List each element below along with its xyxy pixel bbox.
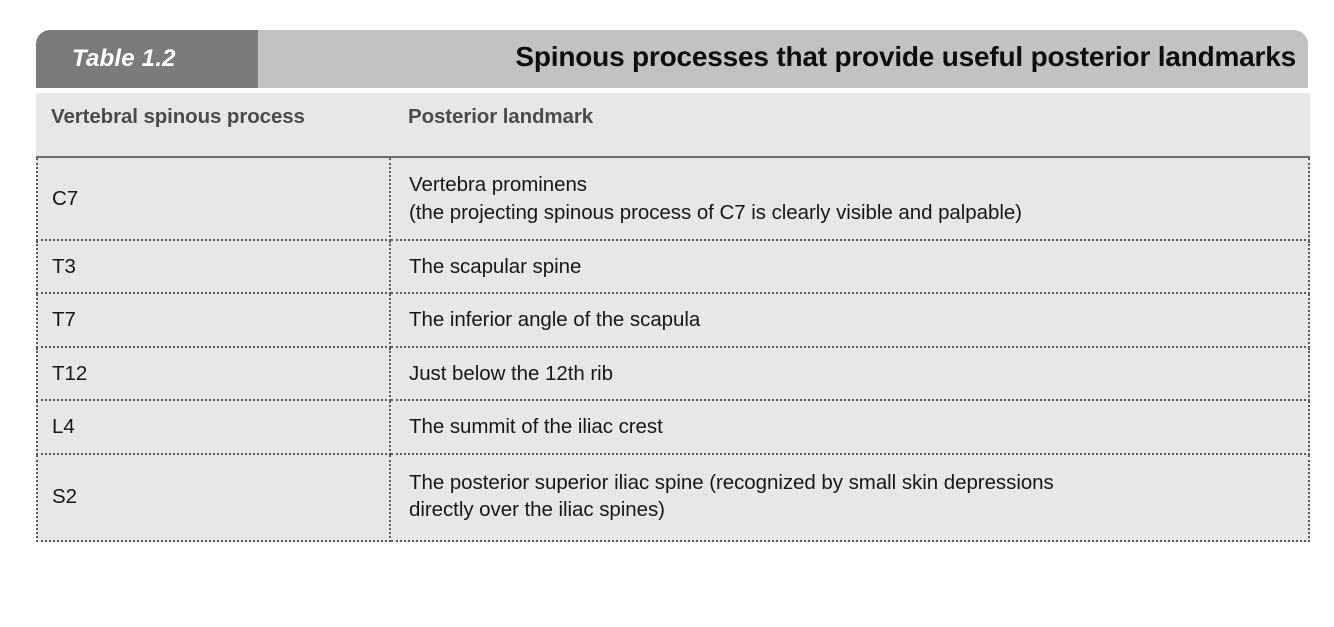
cell-vertebra: T7: [36, 293, 391, 348]
table-row: L4 The summit of the iliac crest: [36, 400, 1310, 455]
table-head: Vertebral spinous process Posterior land…: [37, 93, 1309, 159]
cell-vertebra: S2: [36, 453, 391, 542]
cell-landmark: The summit of the iliac crest: [390, 400, 1310, 455]
column-header-posterior-landmark: Posterior landmark: [390, 93, 1309, 159]
header-row: Vertebral spinous process Posterior land…: [37, 93, 1309, 159]
cell-landmark: The scapular spine: [390, 239, 1310, 295]
table-number-tab: [36, 30, 258, 88]
cell-vertebra: T12: [36, 346, 391, 402]
cell-landmark: Vertebra prominens (the projecting spino…: [390, 157, 1310, 241]
landmark-line-1: The posterior superior iliac spine (reco…: [409, 470, 1054, 494]
column-header-vertebral-spinous-process: Vertebral spinous process: [37, 93, 390, 159]
table-number-label: Table 1.2: [72, 45, 176, 72]
table-row: T12 Just below the 12th rib: [36, 346, 1310, 402]
table-row: S2 The posterior superior iliac spine (r…: [36, 453, 1310, 542]
table-row: T3 The scapular spine: [36, 239, 1310, 295]
landmark-line-2: (the projecting spinous process of C7 is…: [409, 200, 1022, 224]
table-title: Spinous processes that provide useful po…: [515, 41, 1296, 72]
table-row: T7 The inferior angle of the scapula: [36, 293, 1310, 348]
cell-vertebra: L4: [36, 400, 391, 455]
landmark-line-1: The summit of the iliac crest: [409, 415, 663, 439]
cell-landmark: The posterior superior iliac spine (reco…: [390, 453, 1310, 542]
landmarks-table: Vertebral spinous process Posterior land…: [36, 93, 1310, 542]
table-title-bar: Table 1.2 Spinous processes that provide…: [36, 30, 1308, 88]
cell-landmark: The inferior angle of the scapula: [390, 293, 1310, 348]
title-divider: [36, 88, 1308, 93]
table-row: C7 Vertebra prominens (the projecting sp…: [36, 157, 1310, 241]
landmark-line-1: Just below the 12th rib: [409, 361, 613, 385]
landmark-line-1: The scapular spine: [409, 254, 582, 278]
cell-landmark: Just below the 12th rib: [390, 346, 1310, 402]
landmark-line-2: directly over the iliac spines): [409, 498, 665, 522]
table-body: C7 Vertebra prominens (the projecting sp…: [36, 157, 1310, 542]
landmark-line-1: Vertebra prominens: [409, 173, 588, 197]
cell-vertebra: C7: [36, 157, 391, 241]
cell-vertebra: T3: [36, 239, 391, 295]
landmark-line-1: The inferior angle of the scapula: [409, 308, 701, 332]
table-1-2: Table 1.2 Spinous processes that provide…: [36, 30, 1310, 542]
